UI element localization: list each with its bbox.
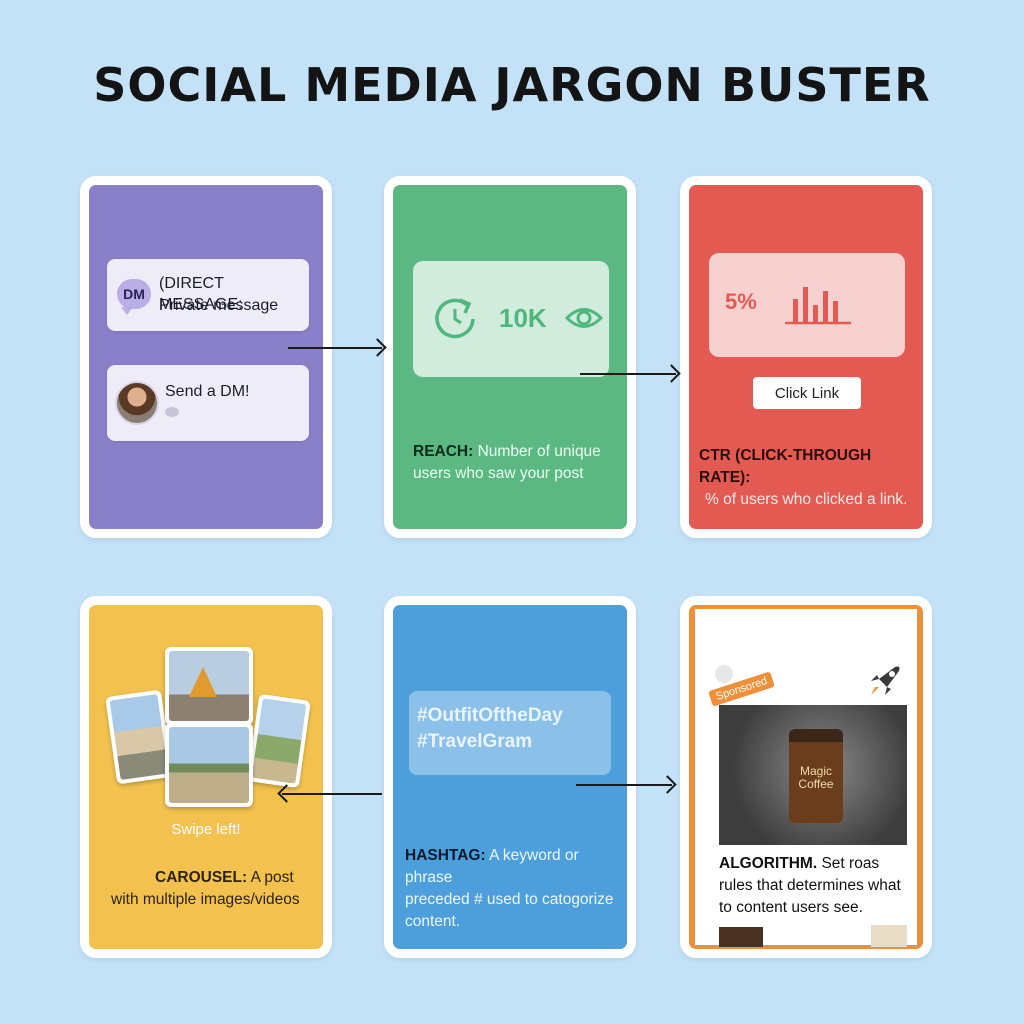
reach-metric-panel: 10K (413, 261, 609, 377)
ctr-def-1: % of users who clicked a link. (705, 491, 908, 508)
card-reach: 10K REACH: Number of unique users who sa… (384, 176, 636, 538)
hashtag-panel: #OutfitOftheDay #TravelGram (409, 691, 611, 775)
dm-chat-text: Send a DM! (165, 383, 250, 400)
carousel-photo-left (105, 689, 173, 785)
hashtag-term: HASHTAG: (405, 847, 486, 864)
carousel-definition: CAROUSEL: A post with multiple images/vi… (111, 867, 300, 911)
reach-def-1: Number of unique (473, 443, 601, 460)
profile-dot (715, 665, 733, 683)
refresh-icon (435, 298, 475, 339)
carousel-photo-right (247, 693, 311, 789)
arrow-hashtag-to-algorithm (576, 784, 672, 786)
algorithm-term: ALGORITHM. (719, 855, 818, 872)
carousel-def-1: A post (247, 869, 294, 886)
card-carousel: Swipe left! CAROUSEL: A post with multip… (80, 596, 332, 958)
card-hashtag: #OutfitOftheDay #TravelGram HASHTAG: A k… (384, 596, 636, 958)
hashtag-1[interactable]: #OutfitOftheDay (417, 705, 563, 726)
hashtag-2[interactable]: #TravelGram (417, 731, 533, 752)
carousel-photo-top (165, 647, 253, 725)
dm-definition: Private message (159, 297, 279, 314)
reach-definition: REACH: Number of unique users who saw yo… (413, 441, 601, 485)
algorithm-definition: ALGORITHM. Set roas rules that determine… (719, 853, 901, 919)
dm-definition-bubble: DM (DIRECT MESSAGE: Private message (107, 259, 309, 331)
carousel-def-2: with multiple images/videos (111, 891, 300, 908)
ctr-definition: CTR (CLICK-THROUGH RATE): % of users who… (699, 445, 923, 511)
reach-def-2: users who saw your post (413, 465, 584, 482)
carousel-photo-bottom (165, 723, 253, 807)
card-ctr: 5% Click Link CTR (CLICK-THROUGH RATE): … (680, 176, 932, 538)
avatar (115, 381, 159, 425)
arrow-dm-to-reach (288, 347, 382, 349)
carousel-term: CAROUSEL: (155, 869, 248, 886)
sculpture-shape (189, 667, 217, 697)
reach-term: REACH: (413, 443, 474, 460)
ctr-term: CTR (CLICK-THROUGH RATE): (699, 447, 872, 486)
thumbnail-2 (871, 925, 907, 947)
page-title: SOCIAL MEDIA JARGON BUSTER (93, 58, 931, 112)
algorithm-def-2: rules that determines what (719, 877, 901, 894)
hashtag-def-2: preceded # used to catogorize (405, 891, 614, 908)
card-dm: DM (DIRECT MESSAGE: Private message Send… (80, 176, 332, 538)
bar-chart-icon (785, 287, 851, 325)
dm-term: (DIRECT MESSAGE: (159, 275, 243, 313)
hashtag-definition: HASHTAG: A keyword or phrase preceded # … (405, 845, 627, 933)
swipe-hint: Swipe left! (171, 821, 241, 838)
algorithm-def-3: to content users see. (719, 899, 863, 916)
speech-bubble-icon: DM (117, 279, 151, 315)
ctr-metric: 5% (725, 289, 757, 314)
reach-metric: 10K (499, 303, 547, 333)
eye-icon (565, 308, 603, 328)
arrow-reach-to-ctr (580, 373, 676, 375)
rocket-icon (871, 666, 900, 695)
algorithm-def-1: Set roas (817, 855, 880, 872)
arrow-hashtag-to-carousel (282, 793, 382, 795)
ctr-metric-panel: 5% (709, 253, 905, 357)
hashtag-def-3: content. (405, 913, 461, 930)
click-link-button[interactable]: Click Link (753, 377, 861, 409)
product-name-2: Coffee (798, 777, 834, 791)
product-name-1: Magic (799, 764, 832, 778)
dm-chat-bubble: Send a DM! (107, 365, 309, 441)
dm-badge: DM (123, 286, 145, 302)
seen-icon (165, 407, 179, 417)
thumbnail-1 (719, 927, 763, 947)
hashtag-def-1: A keyword or phrase (405, 847, 579, 886)
